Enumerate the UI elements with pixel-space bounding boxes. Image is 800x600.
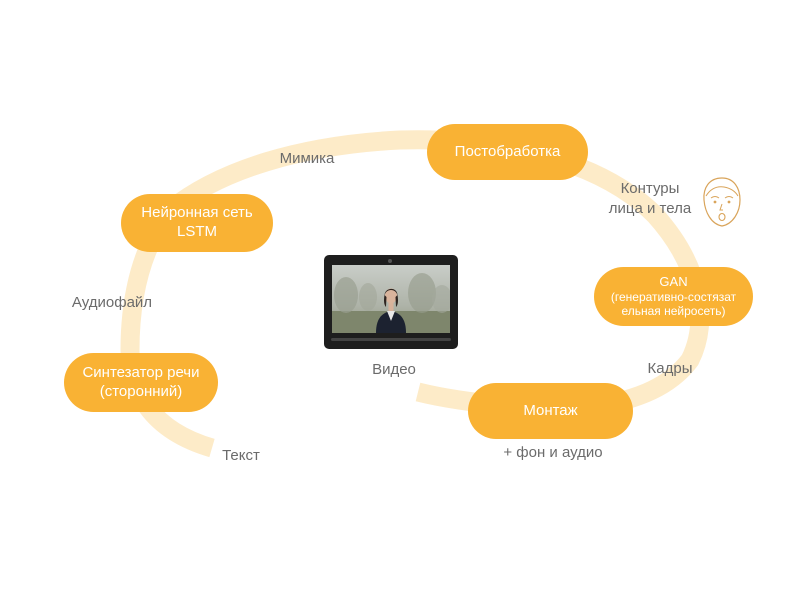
- face-sketch-icon: [703, 177, 741, 227]
- label-frames: Кадры: [647, 360, 693, 377]
- node-tts-label-line2: (сторонний): [99, 382, 183, 400]
- node-gan-label-line1: GAN: [659, 274, 688, 290]
- label-contours-line1: Контуры: [620, 180, 680, 197]
- label-video: Видео: [372, 361, 416, 378]
- video-frame-image: [332, 265, 450, 333]
- label-contours-line2: лица и тела: [608, 200, 692, 218]
- tablet-video-icon: [324, 255, 458, 349]
- label-mimic: Мимика: [279, 150, 335, 167]
- label-text: Текст: [222, 447, 260, 464]
- node-postprocessing: Постобработка: [427, 124, 588, 180]
- node-gan: GAN (генеративно-состязат ельная нейросе…: [594, 267, 753, 326]
- label-bg-audio: + фон и аудио: [503, 444, 603, 461]
- camera-dot: [388, 259, 392, 263]
- node-postprocessing-label: Постобработка: [454, 142, 561, 160]
- tablet-bottom-bar: [331, 338, 451, 341]
- node-gan-label-line3: ельная нейросеть): [621, 304, 726, 319]
- node-lstm-label-line2: LSTM: [176, 223, 217, 240]
- label-contours: Контуры лица и тела: [600, 179, 700, 220]
- label-audiofile: Аудиофайл: [71, 294, 153, 311]
- node-lstm-label-line1: Нейронная сеть: [141, 204, 253, 222]
- node-gan-label-line2: (генеративно-состязат: [610, 289, 737, 304]
- video-frame: [332, 265, 450, 333]
- node-montage-label: Монтаж: [523, 401, 578, 419]
- node-lstm: Нейронная сеть LSTM: [121, 194, 273, 252]
- node-tts: Синтезатор речи (сторонний): [64, 353, 218, 412]
- node-tts-label-line1: Синтезатор речи: [82, 363, 200, 381]
- node-montage: Монтаж: [468, 383, 633, 439]
